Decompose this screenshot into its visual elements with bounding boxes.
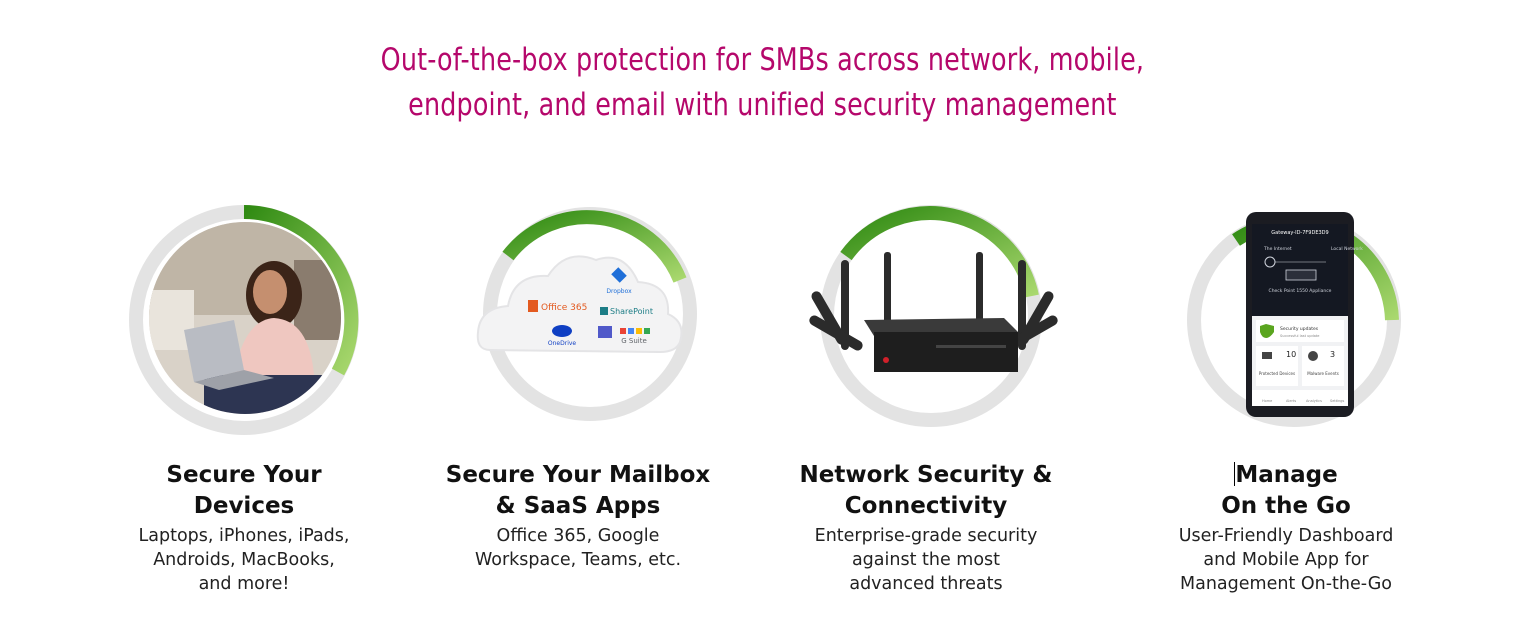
card-secure-devices: Secure Your Devices Laptops, iPhones, iP… bbox=[94, 200, 394, 596]
network-title-line-2: Connectivity bbox=[844, 493, 1008, 519]
saas-ring-graphic: Dropbox Office 365 SharePoint OneDrive G… bbox=[476, 207, 697, 421]
network-desc-line-2: against the most bbox=[851, 550, 1001, 570]
network-ring-graphic bbox=[809, 205, 1058, 427]
svg-text:3: 3 bbox=[1330, 350, 1335, 359]
svg-text:Check Point 1550 Appliance: Check Point 1550 Appliance bbox=[1269, 288, 1332, 294]
svg-text:Local Network: Local Network bbox=[1331, 246, 1363, 252]
mobile-ring-graphic: Gateway-ID-7F9DE3D9 The Internet Local N… bbox=[1187, 212, 1401, 427]
mailbox-desc-line-2: Workspace, Teams, etc. bbox=[474, 550, 682, 570]
svg-text:Gateway-ID-7F9DE3D9: Gateway-ID-7F9DE3D9 bbox=[1271, 230, 1328, 236]
card-secure-mailbox: Dropbox Office 365 SharePoint OneDrive G… bbox=[428, 200, 728, 572]
devices-description: Laptops, iPhones, iPads, Androids, MacBo… bbox=[94, 524, 394, 596]
svg-text:Home: Home bbox=[1262, 399, 1272, 403]
card-manage-on-the-go: Gateway-ID-7F9DE3D9 The Internet Local N… bbox=[1136, 200, 1436, 596]
devices-title-line-1: Secure Your bbox=[166, 462, 322, 488]
network-desc-line-1: Enterprise-grade security bbox=[814, 526, 1038, 546]
devices-desc-line-3: and more! bbox=[198, 574, 290, 594]
mobile-image-ring: Gateway-ID-7F9DE3D9 The Internet Local N… bbox=[1166, 200, 1406, 440]
mailbox-title-line-1: Secure Your Mailbox bbox=[445, 462, 711, 488]
mailbox-desc-line-1: Office 365, Google bbox=[496, 526, 660, 546]
devices-title-line-2: Devices bbox=[193, 493, 295, 519]
manage-title-text: Manage bbox=[1235, 462, 1338, 488]
svg-text:Security updates: Security updates bbox=[1280, 326, 1319, 332]
svg-text:The Internet: The Internet bbox=[1263, 246, 1292, 252]
manage-title-line-2: On the Go bbox=[1221, 493, 1351, 519]
text-cursor bbox=[1234, 462, 1236, 486]
manage-desc-line-3: Management On-the-Go bbox=[1180, 574, 1392, 594]
manage-desc-line-1: User-Friendly Dashboard bbox=[1178, 526, 1394, 546]
headline-line-1: Out-of-the-box protection for SMBs acros… bbox=[380, 42, 1145, 78]
devices-title: Secure Your Devices bbox=[94, 460, 394, 522]
network-image-ring bbox=[806, 200, 1058, 440]
svg-text:Malware Events: Malware Events bbox=[1307, 371, 1339, 376]
manage-title-line-1: Manage bbox=[1136, 460, 1436, 491]
network-description: Enterprise-grade security against the mo… bbox=[776, 524, 1076, 596]
devices-desc-line-1: Laptops, iPhones, iPads, bbox=[138, 526, 350, 546]
saas-image-ring: Dropbox Office 365 SharePoint OneDrive G… bbox=[458, 200, 698, 440]
svg-text:Office 365: Office 365 bbox=[541, 303, 587, 313]
svg-text:SharePoint: SharePoint bbox=[610, 307, 653, 316]
headline: Out-of-the-box protection for SMBs acros… bbox=[137, 38, 1388, 128]
mailbox-title: Secure Your Mailbox & SaaS Apps bbox=[428, 460, 728, 522]
network-title-line-1: Network Security & bbox=[799, 462, 1053, 488]
svg-text:Protected Devices: Protected Devices bbox=[1259, 371, 1295, 376]
saas-cloud-logos: Dropbox Office 365 SharePoint OneDrive G… bbox=[476, 255, 683, 354]
svg-text:Dropbox: Dropbox bbox=[606, 288, 632, 295]
svg-text:Successful last update: Successful last update bbox=[1280, 334, 1319, 338]
svg-text:Analytics: Analytics bbox=[1306, 399, 1322, 403]
svg-text:OneDrive: OneDrive bbox=[548, 340, 577, 347]
headline-line-2: endpoint, and email with unified securit… bbox=[408, 87, 1117, 123]
devices-image-ring bbox=[124, 200, 364, 440]
svg-text:10: 10 bbox=[1286, 350, 1296, 359]
manage-title: Manage On the Go bbox=[1136, 460, 1436, 522]
devices-desc-line-2: Androids, MacBooks, bbox=[153, 550, 335, 570]
devices-ring-graphic bbox=[129, 205, 359, 435]
security-gateway-router bbox=[809, 252, 1058, 372]
card-network-security: Network Security & Connectivity Enterpri… bbox=[776, 200, 1076, 596]
mailbox-description: Office 365, Google Workspace, Teams, etc… bbox=[428, 524, 728, 572]
manage-description: User-Friendly Dashboard and Mobile App f… bbox=[1136, 524, 1436, 596]
woman-with-laptop-photo bbox=[149, 222, 341, 414]
mailbox-title-line-2: & SaaS Apps bbox=[495, 493, 661, 519]
svg-text:Settings: Settings bbox=[1330, 399, 1345, 403]
mobile-app-phone: Gateway-ID-7F9DE3D9 The Internet Local N… bbox=[1246, 212, 1363, 417]
svg-text:G Suite: G Suite bbox=[621, 337, 647, 345]
network-desc-line-3: advanced threats bbox=[849, 574, 1003, 594]
network-title: Network Security & Connectivity bbox=[776, 460, 1076, 522]
svg-text:Alerts: Alerts bbox=[1286, 399, 1296, 403]
manage-desc-line-2: and Mobile App for bbox=[1203, 550, 1369, 570]
